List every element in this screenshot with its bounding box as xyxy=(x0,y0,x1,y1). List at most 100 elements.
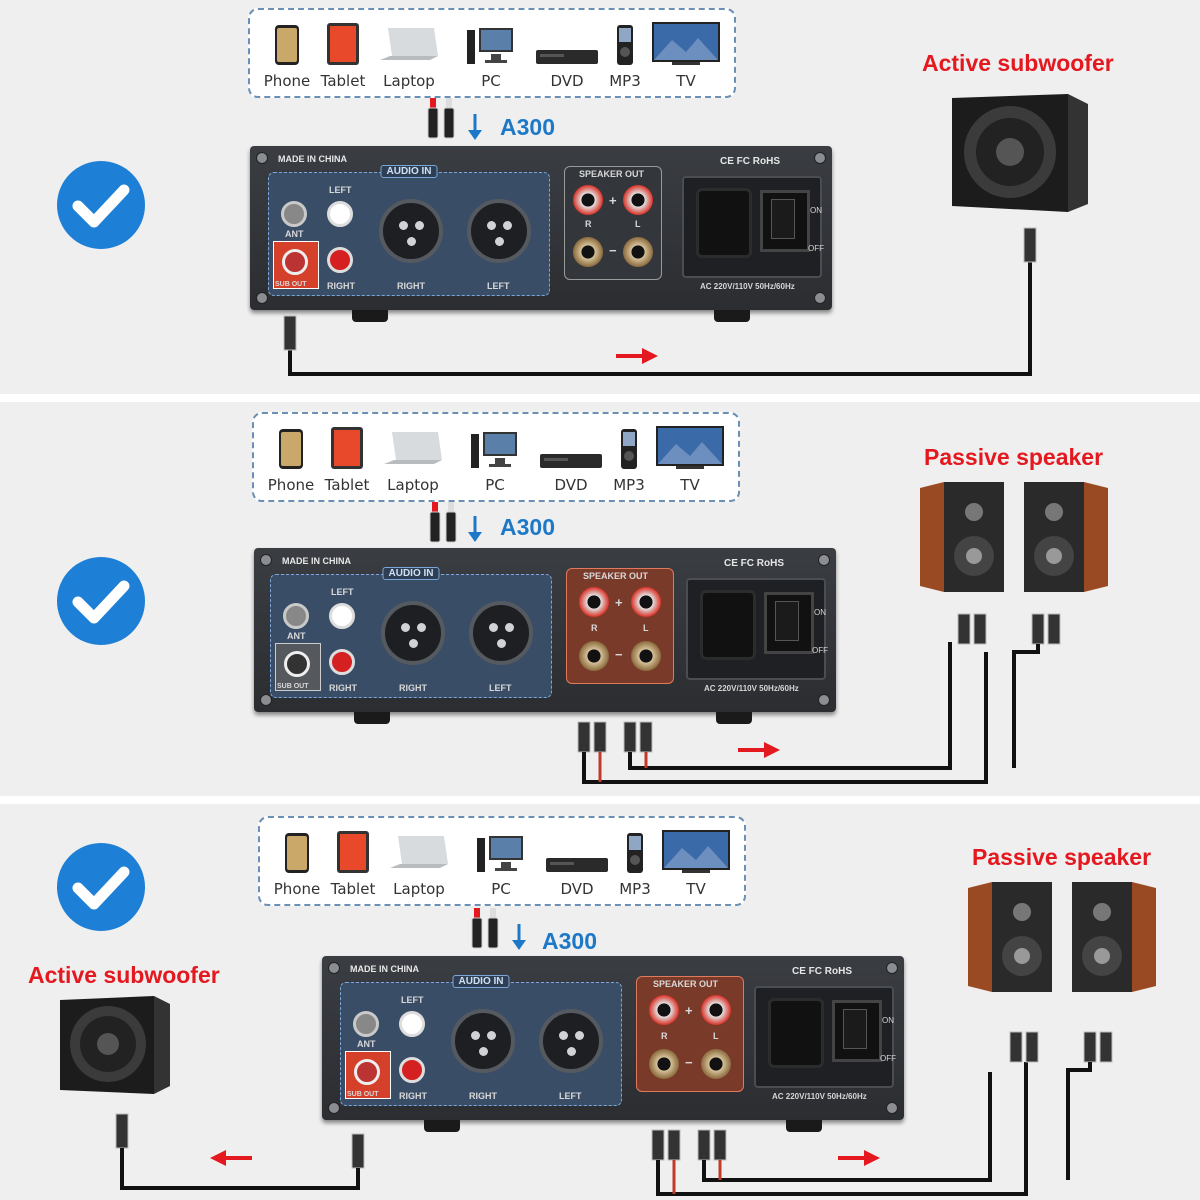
ant-connector xyxy=(281,201,307,227)
speaker-out-section: SPEAKER OUT R L + − xyxy=(636,976,744,1092)
source-label: Tablet xyxy=(330,880,376,898)
speaker-out-title: SPEAKER OUT xyxy=(583,571,649,581)
source-label: TV xyxy=(686,880,706,898)
speaker-out-title: SPEAKER OUT xyxy=(579,169,645,179)
left-arrow-icon xyxy=(210,1150,252,1166)
output-device-label: Active subwoofer xyxy=(922,50,1114,76)
minus-label: − xyxy=(609,243,617,258)
tablet-icon xyxy=(327,23,359,65)
source-label: DVD xyxy=(560,880,594,898)
source-label: TV xyxy=(676,72,696,90)
source-phone: Phone xyxy=(260,422,322,494)
model-label: A300 xyxy=(542,928,597,954)
rca-right-input xyxy=(329,649,355,675)
plus-label: + xyxy=(685,1003,693,1018)
right-arrow-icon xyxy=(616,348,658,364)
speaker-post-l-plus xyxy=(623,185,653,215)
panel-2: Phone Tablet Laptop PC DVD MP3 TV A300 M… xyxy=(0,402,1200,796)
ant-connector xyxy=(353,1011,379,1037)
screw xyxy=(328,962,340,974)
source-laptop: Laptop xyxy=(382,422,444,494)
audio-in-section: AUDIO IN LEFT ANT RIGHT SUB OUT RIGHT LE… xyxy=(340,975,622,1106)
panel-1: Phone Tablet Laptop PC DVD MP3 TV A300 M… xyxy=(0,0,1200,394)
xlr-right-label: RIGHT xyxy=(397,281,425,291)
certification-marks: CE FC RoHS xyxy=(792,966,852,977)
screw xyxy=(886,962,898,974)
source-tv: TV xyxy=(654,422,726,494)
source-dvd: DVD xyxy=(540,422,602,494)
screw xyxy=(256,292,268,304)
l-label: L xyxy=(643,623,649,633)
source-dvd: DVD xyxy=(546,826,608,898)
ant-label: ANT xyxy=(357,1039,376,1049)
left-label: LEFT xyxy=(329,185,352,195)
xlr-left-input xyxy=(539,1009,603,1073)
ant-label: ANT xyxy=(287,631,306,641)
iec-power-inlet xyxy=(768,998,824,1068)
source-pc: PC xyxy=(464,422,526,494)
down-arrow-icon xyxy=(468,516,482,542)
source-label: Laptop xyxy=(387,476,439,494)
source-mp3: MP3 xyxy=(594,18,656,90)
minus-label: − xyxy=(685,1055,693,1070)
source-tablet: Tablet xyxy=(312,18,374,90)
screw xyxy=(260,694,272,706)
source-tablet: Tablet xyxy=(322,826,384,898)
speaker-post-r-minus xyxy=(649,1049,679,1079)
xlr-left-label: LEFT xyxy=(489,683,512,693)
power-switch[interactable] xyxy=(832,1000,882,1062)
audio-in-title: AUDIO IN xyxy=(382,567,440,580)
right-label: RIGHT xyxy=(327,281,355,291)
laptop-icon xyxy=(380,28,438,60)
l-label: L xyxy=(635,219,641,229)
speaker-post-r-minus xyxy=(579,641,609,671)
rca-left-input xyxy=(399,1011,425,1037)
sub-out-label: SUB OUT xyxy=(347,1091,379,1098)
passive-speakers-icon xyxy=(968,882,1156,992)
audio-in-title: AUDIO IN xyxy=(452,975,510,988)
iec-power-inlet xyxy=(700,590,756,660)
amplifier-rear-panel: MADE IN CHINA AUDIO IN LEFT ANT RIGHT SU… xyxy=(322,956,904,1120)
rca-left-input xyxy=(327,201,353,227)
right-arrow-icon xyxy=(838,1150,880,1166)
screw xyxy=(818,694,830,706)
laptop-icon xyxy=(390,836,448,868)
subwoofer-icon xyxy=(952,94,1088,212)
certification-marks: CE FC RoHS xyxy=(724,558,784,569)
source-mp3: MP3 xyxy=(604,826,666,898)
power-switch[interactable] xyxy=(760,190,810,252)
down-arrow-icon xyxy=(468,114,482,140)
rca-plug-icon xyxy=(429,502,457,543)
xlr-left-label: LEFT xyxy=(487,281,510,291)
plus-label: + xyxy=(609,193,617,208)
power-section: ON OFF xyxy=(682,176,824,278)
source-label: Laptop xyxy=(393,880,445,898)
output-device-label: Passive speaker xyxy=(924,444,1104,470)
power-switch[interactable] xyxy=(764,592,814,654)
output-device-label: Passive speaker xyxy=(972,844,1152,870)
source-label: MP3 xyxy=(609,72,641,90)
phone-icon xyxy=(279,429,303,469)
separator xyxy=(0,394,1200,402)
source-label: DVD xyxy=(550,72,584,90)
source-label: MP3 xyxy=(613,476,645,494)
tv-icon xyxy=(652,22,720,65)
tablet-icon xyxy=(331,427,363,469)
made-in-label: MADE IN CHINA xyxy=(282,556,351,566)
speaker-post-r-minus xyxy=(573,237,603,267)
speaker-post-l-minus xyxy=(631,641,661,671)
source-devices-box: Phone Tablet Laptop PC DVD MP3 TV xyxy=(248,8,736,98)
switch-off-label: OFF xyxy=(812,646,828,655)
amplifier-foot xyxy=(424,1120,460,1132)
rca-right-input xyxy=(327,247,353,273)
source-devices-box: Phone Tablet Laptop PC DVD MP3 TV xyxy=(258,816,746,906)
screw xyxy=(814,292,826,304)
model-label: A300 xyxy=(500,114,555,140)
xlr-right-label: RIGHT xyxy=(469,1091,497,1101)
amplifier-foot xyxy=(716,712,752,724)
iec-power-inlet xyxy=(696,188,752,258)
laptop-icon xyxy=(384,432,442,464)
mp3-player-icon xyxy=(627,833,643,873)
speaker-post-r-plus xyxy=(649,995,679,1025)
source-tv: TV xyxy=(650,18,722,90)
